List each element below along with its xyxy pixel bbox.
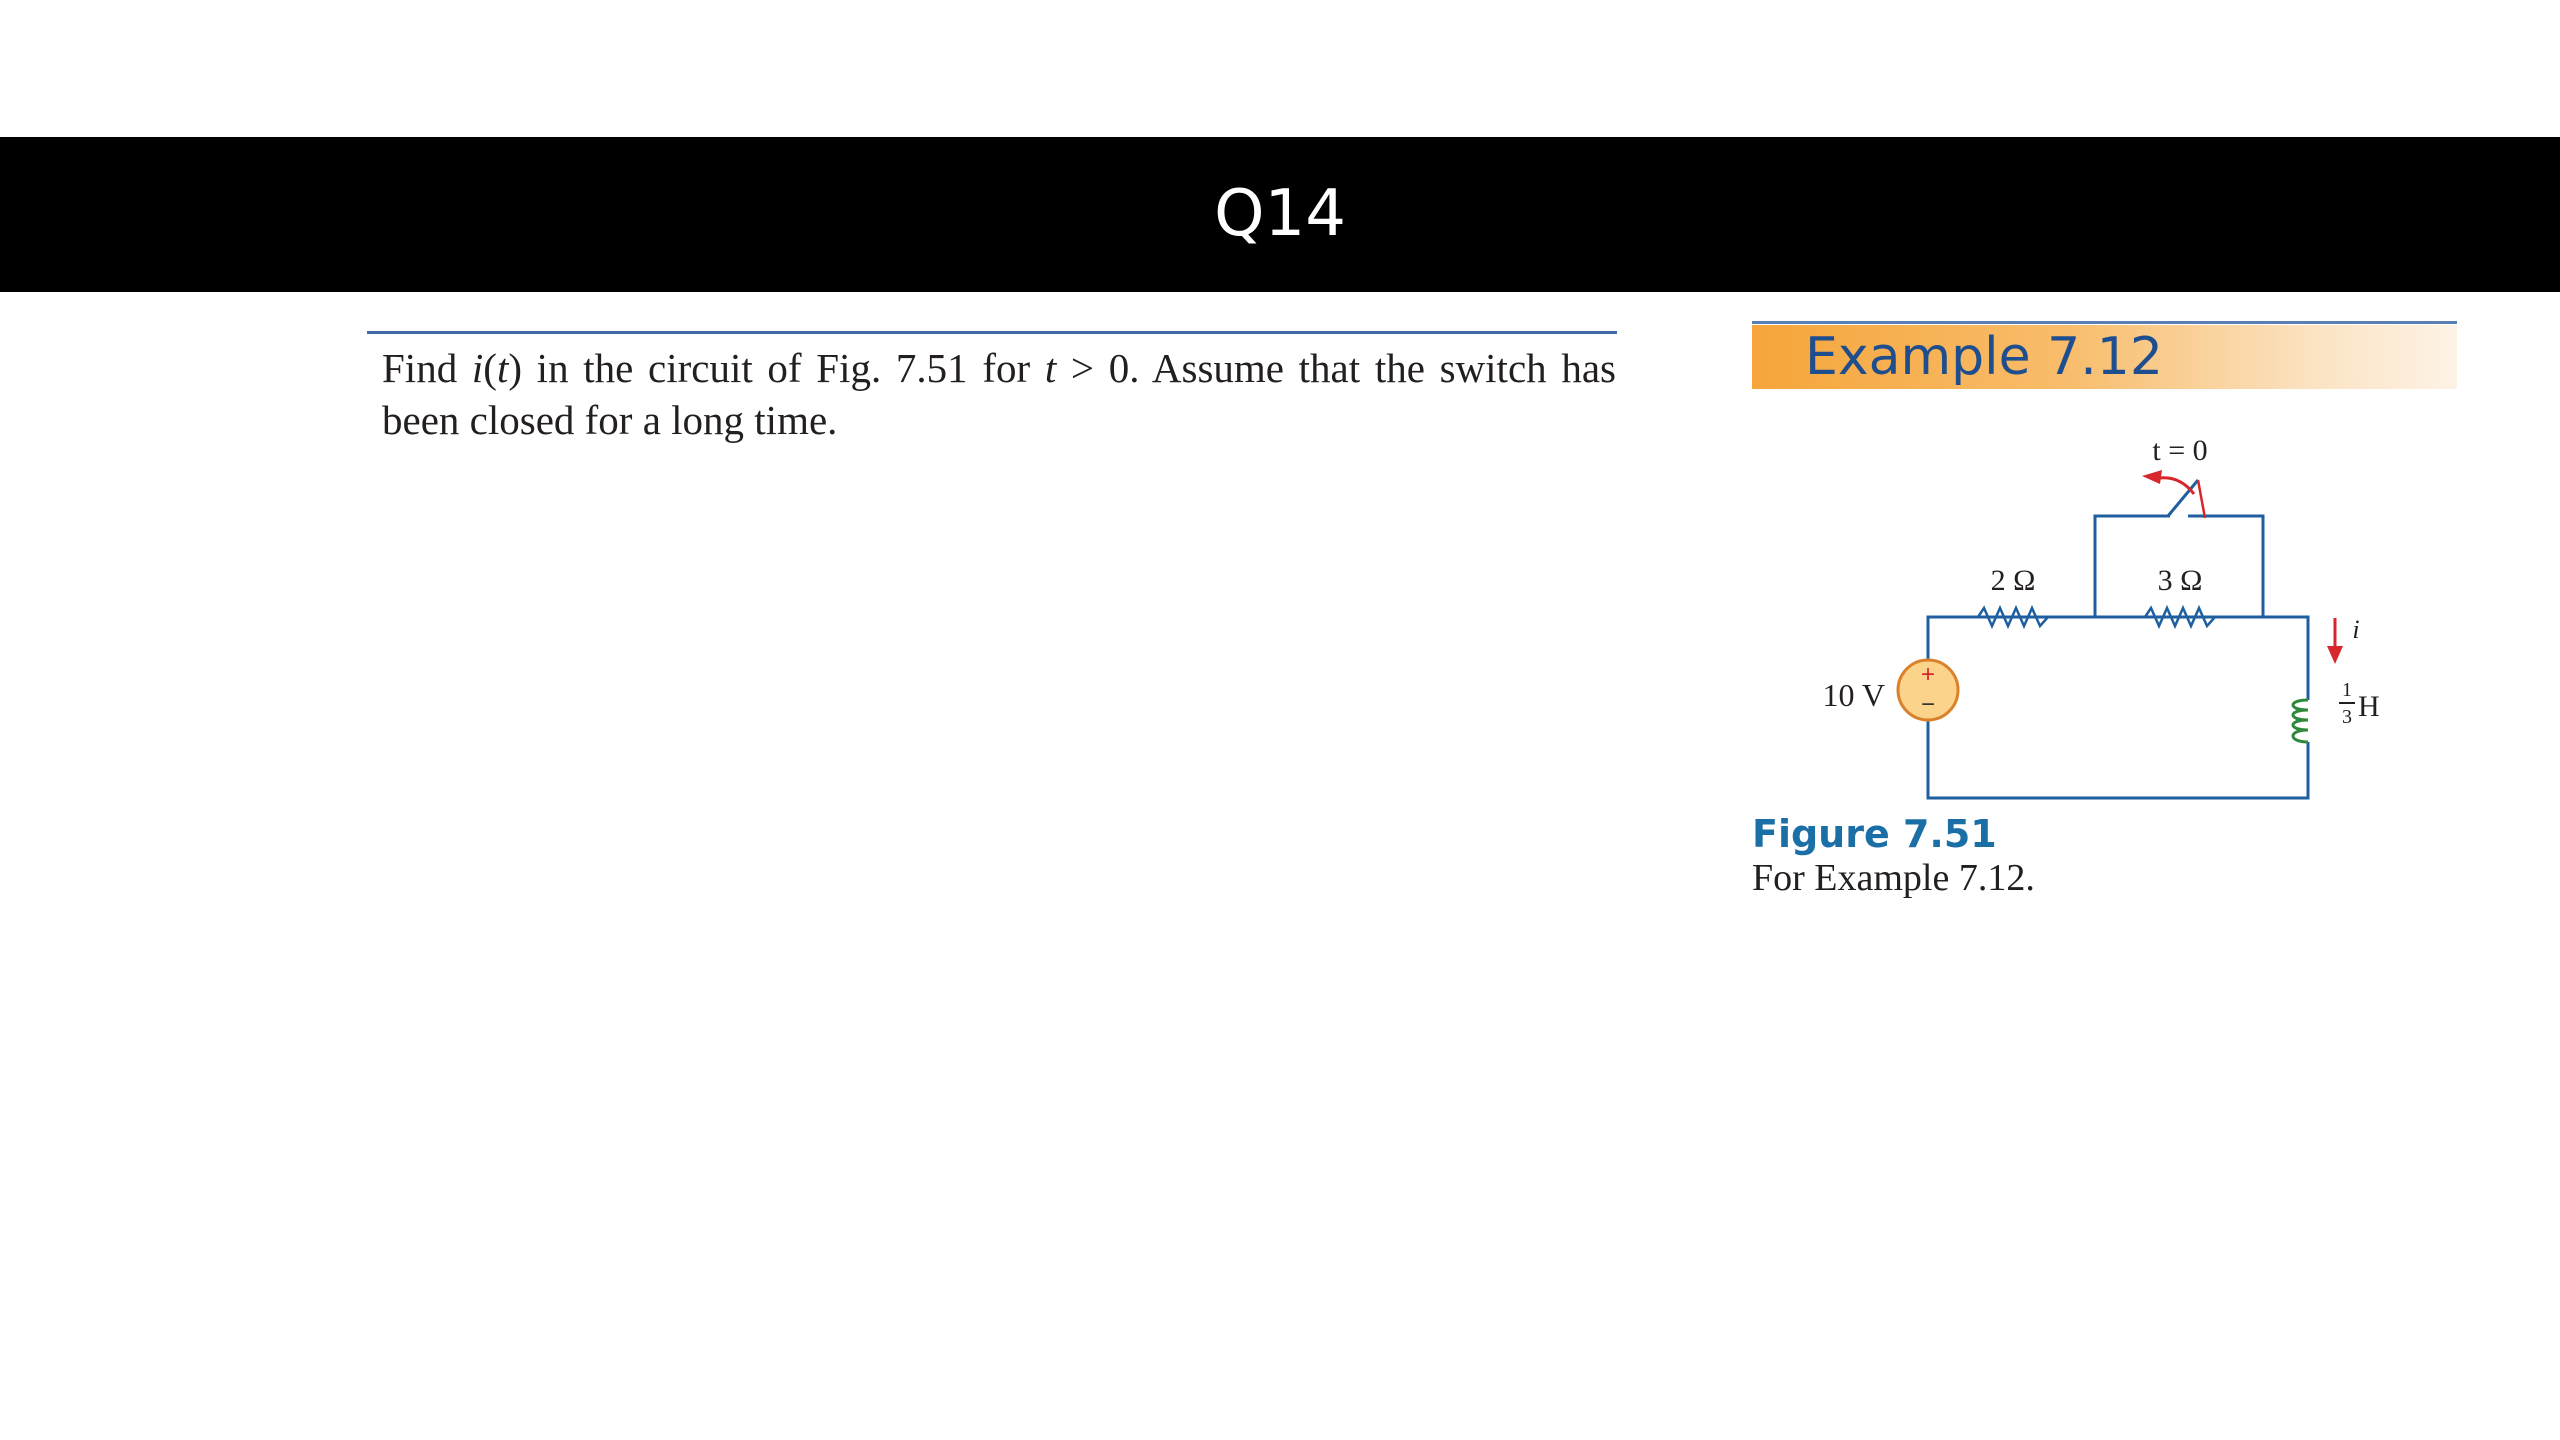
inductor-numerator: 1 — [2342, 679, 2352, 701]
resistor-2ohm-label: 2 Ω — [1991, 564, 2036, 597]
figure-label: Figure 7.51 — [1752, 812, 1997, 856]
resistor-3ohm — [2143, 604, 2216, 630]
example-label: Example 7.12 — [1805, 327, 2163, 387]
problem-statement: Find i(t) in the circuit of Fig. 7.51 fo… — [382, 342, 1616, 446]
problem-paren-open: ( — [483, 345, 497, 391]
slide-title: Q14 — [1214, 177, 1346, 251]
figure-caption: Figure 7.51 For Example 7.12. — [1752, 812, 2352, 900]
problem-time-symbol-2: t — [1044, 345, 1057, 391]
wire-loop — [1926, 514, 2310, 800]
figure-caption-text: For Example 7.12. — [1752, 857, 2035, 899]
circuit-diagram: + − t = 0 2 Ω 3 Ω 10 V i 1 3 H — [1822, 434, 2380, 800]
current-label: i — [2352, 615, 2359, 644]
source-minus: − — [1921, 691, 1935, 718]
example-top-rule — [1752, 321, 2457, 324]
resistor-3ohm-label: 3 Ω — [2158, 564, 2203, 597]
problem-text-mid: in the circuit of Fig. 7.51 for — [522, 345, 1045, 391]
resistor-2ohm — [1976, 604, 2049, 630]
voltage-source — [1896, 658, 1960, 722]
title-bar: Q14 — [0, 137, 2560, 292]
problem-time-symbol: t — [496, 345, 509, 391]
problem-current-symbol: i — [471, 345, 484, 391]
problem-text-find: Find — [382, 345, 472, 391]
problem-top-rule — [367, 331, 1617, 334]
switch-label: t = 0 — [2152, 434, 2207, 467]
source-label: 10 V — [1822, 677, 1885, 713]
problem-text-rest: > 0. Assume that the switch has been clo… — [382, 345, 1616, 443]
inductor — [2291, 698, 2309, 744]
example-banner: Example 7.12 — [1752, 325, 2457, 389]
switch-blade — [2166, 479, 2200, 517]
switch-arrow — [2159, 476, 2196, 495]
inductor-unit: H — [2358, 690, 2380, 723]
inductor-denominator: 3 — [2342, 706, 2352, 728]
problem-paren-close: ) — [508, 345, 522, 391]
source-plus: + — [1921, 661, 1935, 688]
